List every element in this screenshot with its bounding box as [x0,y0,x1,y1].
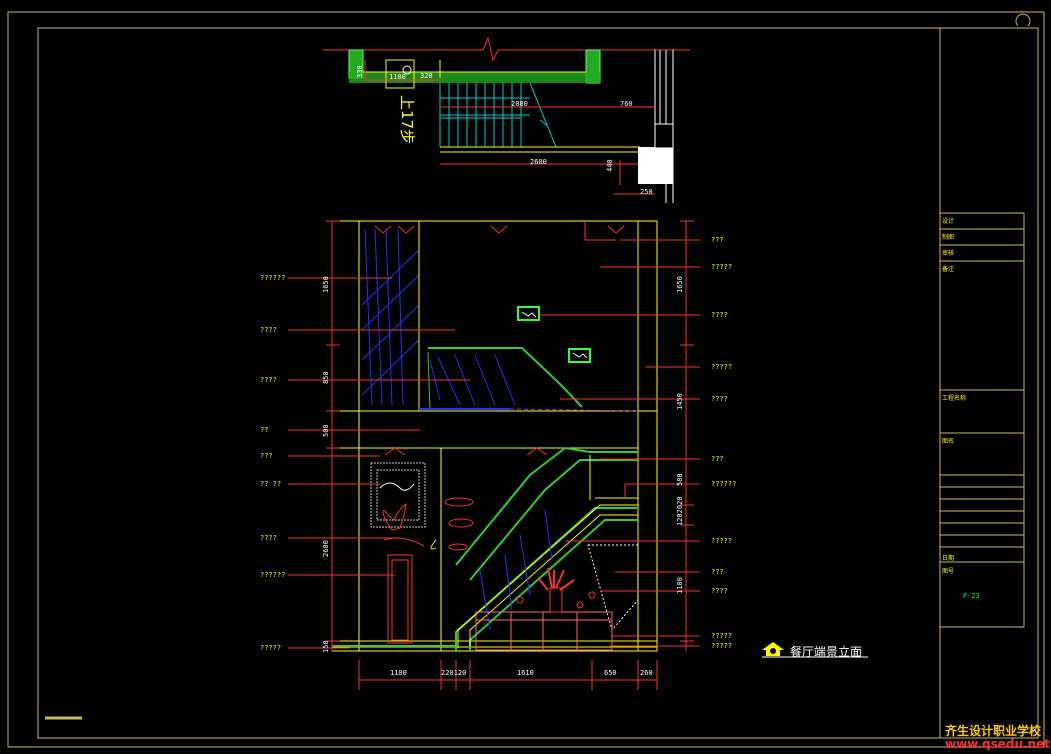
left-label: ?????? [260,571,286,579]
right-label: ????? [711,632,733,640]
right-label: ????? [711,537,733,545]
title-block-sheet: 图号 [942,568,955,575]
title-block-row: 设计 [942,218,955,225]
left-label: ???? [260,534,277,542]
left-label: ???? [260,326,277,334]
title-block-drawing-name: 图名 [942,438,955,445]
watermark-url: www.qsedu.net [945,737,1051,751]
corner-mark [1015,13,1031,27]
title-symbol-icon [762,642,868,658]
right-dim-580: 580 [676,473,684,486]
left-dim-2600: 2600 [322,540,330,557]
plan-dim-760: 760 [620,100,633,108]
plan-dim-250: 250 [640,188,653,196]
elevation [288,220,700,690]
left-label: ?????? [260,274,286,282]
right-dim-1202020: 1202020 [676,496,684,526]
bottom-dim-220120: 220120 [441,669,467,677]
left-dim-150: 150 [322,640,330,653]
title-block [939,212,1025,628]
right-label: ?????? [711,480,737,488]
plan-dim-320: 320 [420,72,433,80]
right-label: ????? [711,263,733,271]
title-block-row: 备注 [942,266,955,273]
drawing-title: 餐厅端景立面 [790,645,863,659]
left-dim-500: 500 [322,424,330,437]
right-dim-1650: 1650 [676,276,684,293]
right-label: ??? [711,568,724,576]
plan-dim-440: 440 [606,159,614,172]
plan-dim-330: 330 [356,65,364,78]
bottom-dim-1610: 1610 [517,669,534,677]
stair-plan [322,36,690,203]
left-dim-1650: 1650 [322,276,330,293]
right-dim-1100: 1100 [676,577,684,594]
right-label: ??? [711,236,724,244]
left-label: ????? [260,644,282,652]
left-dim-850: 850 [322,371,330,384]
bottom-dim-260: 260 [640,669,653,677]
title-block-date: 日期 [942,555,955,562]
title-block-project: 工程名称 [942,395,967,402]
plan-dim-2600: 2600 [530,158,547,166]
right-label: ????? [711,363,733,371]
left-label: ??? [260,452,273,460]
inner-frame [37,27,1039,739]
right-label: ???? [711,587,728,595]
right-label: ????? [711,642,733,650]
left-label: ???? [260,376,277,384]
watermark-school: 齐生设计职业学校 [945,724,1042,738]
right-dim-1450: 1450 [676,393,684,410]
title-block-row: 审核 [942,250,955,257]
left-label: ?? ?? [260,480,282,488]
left-label: ?? [260,426,269,434]
outer-frame [7,11,1045,748]
plan-dim-1100: 1100 [389,73,406,81]
bottom-dim-1100: 1100 [390,669,407,677]
plan-dim-2080: 2080 [511,100,528,108]
bottom-dim-650: 650 [604,669,617,677]
sheet-number: P-23 [963,592,980,600]
right-label: ???? [711,395,728,403]
right-label: ??? [711,455,724,463]
title-block-row: 制图 [942,234,955,241]
stair-label: 上17步 [398,95,416,145]
right-label: ???? [711,311,728,319]
